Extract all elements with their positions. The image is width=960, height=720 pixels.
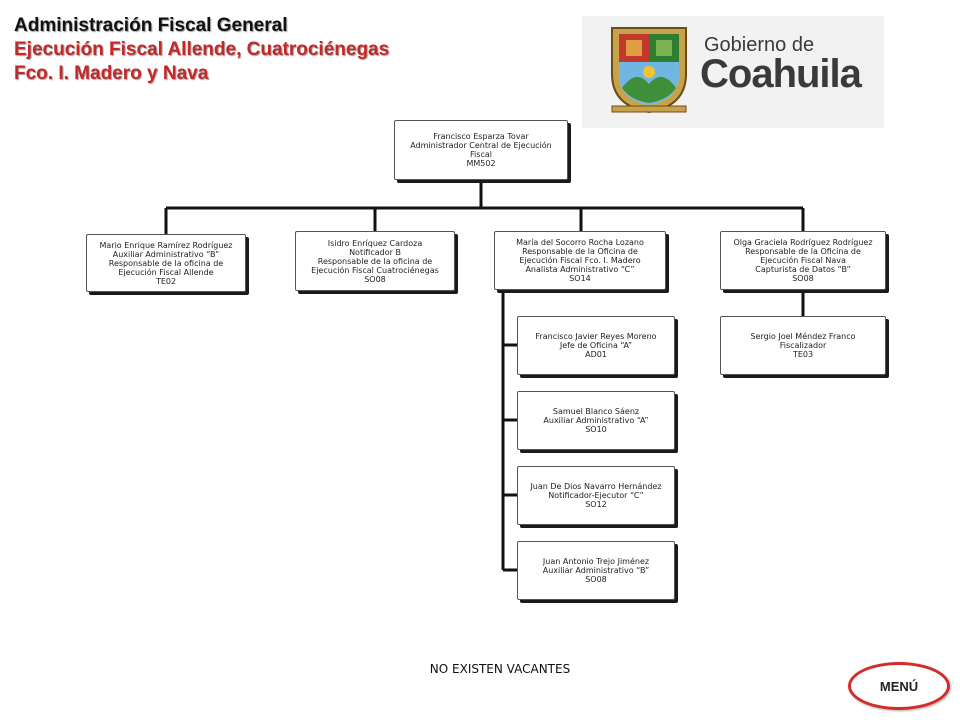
- org-node-cuatrocienegas: Isidro Enríquez Cardoza Notificador B Re…: [295, 231, 455, 291]
- node-position: Administrador Central de Ejecución: [410, 141, 552, 150]
- node-name: María del Socorro Rocha Lozano: [516, 238, 644, 247]
- node-position: Ejecución Fiscal Cuatrociénegas: [311, 265, 439, 275]
- vacancy-note: NO EXISTEN VACANTES: [429, 662, 571, 676]
- org-node-nava-staff-1: Sergio Joel Méndez Franco Fiscalizador T…: [720, 316, 886, 375]
- node-code: SO08: [585, 575, 607, 584]
- org-node-madero-staff-3: Juan De Dios Navarro Hernández Notificad…: [517, 466, 675, 525]
- node-code: TE02: [155, 276, 177, 286]
- title-line-1: Administración Fiscal General: [14, 15, 288, 36]
- node-code: SO10: [585, 425, 607, 434]
- coahuila-crest-icon: [611, 27, 687, 114]
- node-position: Notificador B: [349, 247, 401, 257]
- node-position: Responsable de la Oficina de: [522, 247, 638, 256]
- node-position: Auxiliar Administrativo “B”: [542, 566, 650, 575]
- node-name: Isidro Enríquez Cardoza: [327, 238, 423, 248]
- title-line-2: Ejecución Fiscal Allende, Cuatrociénegas: [14, 39, 390, 60]
- node-name: Sergio Joel Méndez Franco: [750, 332, 856, 341]
- node-name: Juan Antonio Trejo Jiménez: [542, 557, 650, 566]
- node-code: MM502: [466, 159, 496, 168]
- node-name: Francisco Javier Reyes Moreno: [535, 332, 657, 341]
- logo-text-small: Gobierno de: [704, 34, 815, 56]
- title-line-3: Fco. I. Madero y Nava: [14, 63, 209, 84]
- node-position: Capturista de Datos “B”: [755, 265, 851, 274]
- node-name: Mario Enrique Ramírez Rodríguez: [99, 240, 233, 250]
- node-position: Ejecución Fiscal Allende: [118, 267, 214, 277]
- node-position: Fiscalizador: [779, 341, 827, 350]
- org-node-madero: María del Socorro Rocha Lozano Responsab…: [494, 231, 666, 290]
- node-position: Responsable de la Oficina de: [745, 247, 861, 256]
- node-code: SO08: [364, 274, 386, 284]
- gobierno-coahuila-logo: Gobierno de Coahuila: [582, 16, 884, 128]
- node-position: Auxiliar Administrativo “B”: [112, 249, 220, 259]
- node-name: Olga Graciela Rodríguez Rodríguez: [733, 238, 873, 247]
- org-node-madero-staff-4: Juan Antonio Trejo Jiménez Auxiliar Admi…: [517, 541, 675, 600]
- node-position: Ejecución Fiscal Fco. I. Madero: [519, 256, 641, 265]
- node-position: Responsable de la oficina de: [317, 256, 433, 266]
- node-code: SO14: [569, 274, 591, 283]
- node-code: AD01: [585, 350, 607, 359]
- node-code: SO08: [792, 274, 814, 283]
- node-position: Jefe de Oficina “A”: [559, 341, 633, 350]
- node-position: Auxiliar Administrativo “A”: [543, 416, 649, 425]
- org-node-root: Francisco Esparza Tovar Administrador Ce…: [394, 120, 568, 180]
- node-code: SO12: [585, 500, 607, 509]
- org-node-madero-staff-1: Francisco Javier Reyes Moreno Jefe de Of…: [517, 316, 675, 375]
- node-position: Notificador-Ejecutor “C”: [548, 491, 644, 500]
- org-node-allende: Mario Enrique Ramírez Rodríguez Auxiliar…: [86, 234, 246, 292]
- org-node-nava: Olga Graciela Rodríguez Rodríguez Respon…: [720, 231, 886, 290]
- node-code: TE03: [792, 350, 814, 359]
- node-position: Analista Administrativo “C”: [525, 265, 635, 274]
- node-position: Fiscal: [470, 150, 492, 159]
- node-name: Samuel Blanco Sáenz: [552, 407, 640, 416]
- node-name: Francisco Esparza Tovar: [433, 132, 529, 141]
- logo-text-big: Coahuila: [700, 52, 862, 96]
- node-position: Responsable de la oficina de: [108, 258, 224, 268]
- menu-button[interactable]: MENÚ: [848, 662, 950, 710]
- org-node-madero-staff-2: Samuel Blanco Sáenz Auxiliar Administrat…: [517, 391, 675, 450]
- node-position: Ejecución Fiscal Nava: [760, 256, 846, 265]
- node-name: Juan De Dios Navarro Hernández: [530, 482, 662, 491]
